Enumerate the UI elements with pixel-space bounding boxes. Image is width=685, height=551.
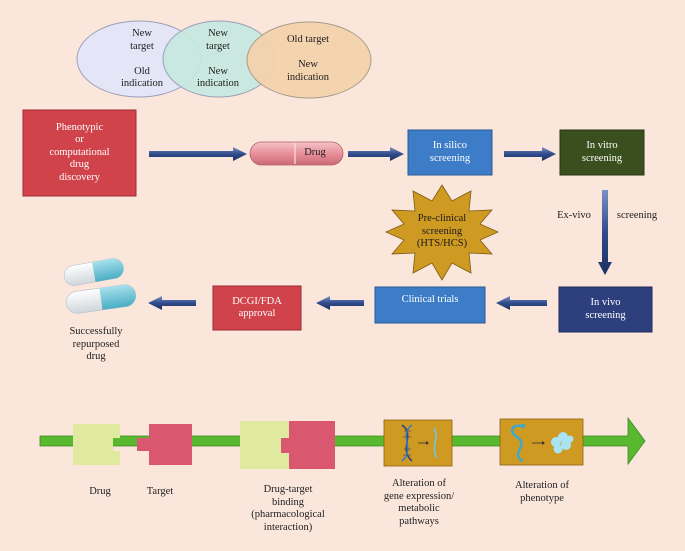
mechanism-phenotype-label: Alteration of phenotype xyxy=(515,480,569,504)
in-silico-box: In silico screening xyxy=(429,140,471,164)
binding-target-shape xyxy=(281,421,335,469)
in-vivo-box: In vivo screening xyxy=(585,297,626,321)
venn-label-middle: New target New indication xyxy=(197,28,239,89)
phenotype-icon xyxy=(510,423,574,463)
screening-side-label: screening xyxy=(616,210,658,221)
capsule-icon-bottom xyxy=(65,284,137,314)
discovery-box-shape xyxy=(22,109,137,197)
in-silico-box-shape xyxy=(407,129,493,176)
capsule-icon-top xyxy=(63,258,124,286)
in-vitro-box: In vitro screening xyxy=(581,140,623,164)
venn-label-right: Old target New indication xyxy=(286,34,330,83)
venn-label-left: New target Old indication xyxy=(121,28,163,89)
approval-box: DCGI/FDA approval xyxy=(232,295,282,320)
arrow-clinical-to-approval xyxy=(316,296,364,310)
ex-vivo-label: Ex-vivo xyxy=(557,210,591,221)
preclinical-starburst-shape xyxy=(385,184,499,281)
mechanism-target-label: Target xyxy=(146,486,174,497)
arrow-discovery-to-drug xyxy=(149,147,247,161)
arrow-invitro-to-invivo xyxy=(598,190,612,275)
drug-piece-shape xyxy=(73,424,120,465)
dna-icon xyxy=(401,424,438,462)
drug-pill-label: Drug xyxy=(304,147,326,159)
preclinical-starburst-label: Pre-clinical screening (HTS/HCS) xyxy=(416,213,468,250)
clinical-trials-box: Clinical trials xyxy=(401,293,459,305)
in-vivo-box-shape xyxy=(558,286,653,333)
mechanism-binding-label: Drug-target binding (pharmacological int… xyxy=(251,484,325,533)
in-vitro-box-shape xyxy=(559,129,645,176)
arrow-approval-to-result xyxy=(148,296,196,310)
venn-ellipse-right xyxy=(246,21,372,99)
discovery-box: Phenotypic or computational drug discove… xyxy=(49,121,110,183)
arrow-invivo-to-clinical xyxy=(496,296,547,310)
clinical-box-shape xyxy=(374,286,486,324)
target-piece-shape xyxy=(137,424,192,465)
drug-pill-shape xyxy=(249,141,344,166)
result-label: Successfully repurposed drug xyxy=(69,326,123,362)
mechanism-gene-label: Alteration of gene expression/ metabolic… xyxy=(383,478,455,527)
mechanism-drug-label: Drug xyxy=(89,486,111,497)
approval-box-shape xyxy=(212,285,302,331)
arrow-drug-to-insilico xyxy=(348,147,404,161)
arrow-insilico-to-invitro xyxy=(504,147,556,161)
